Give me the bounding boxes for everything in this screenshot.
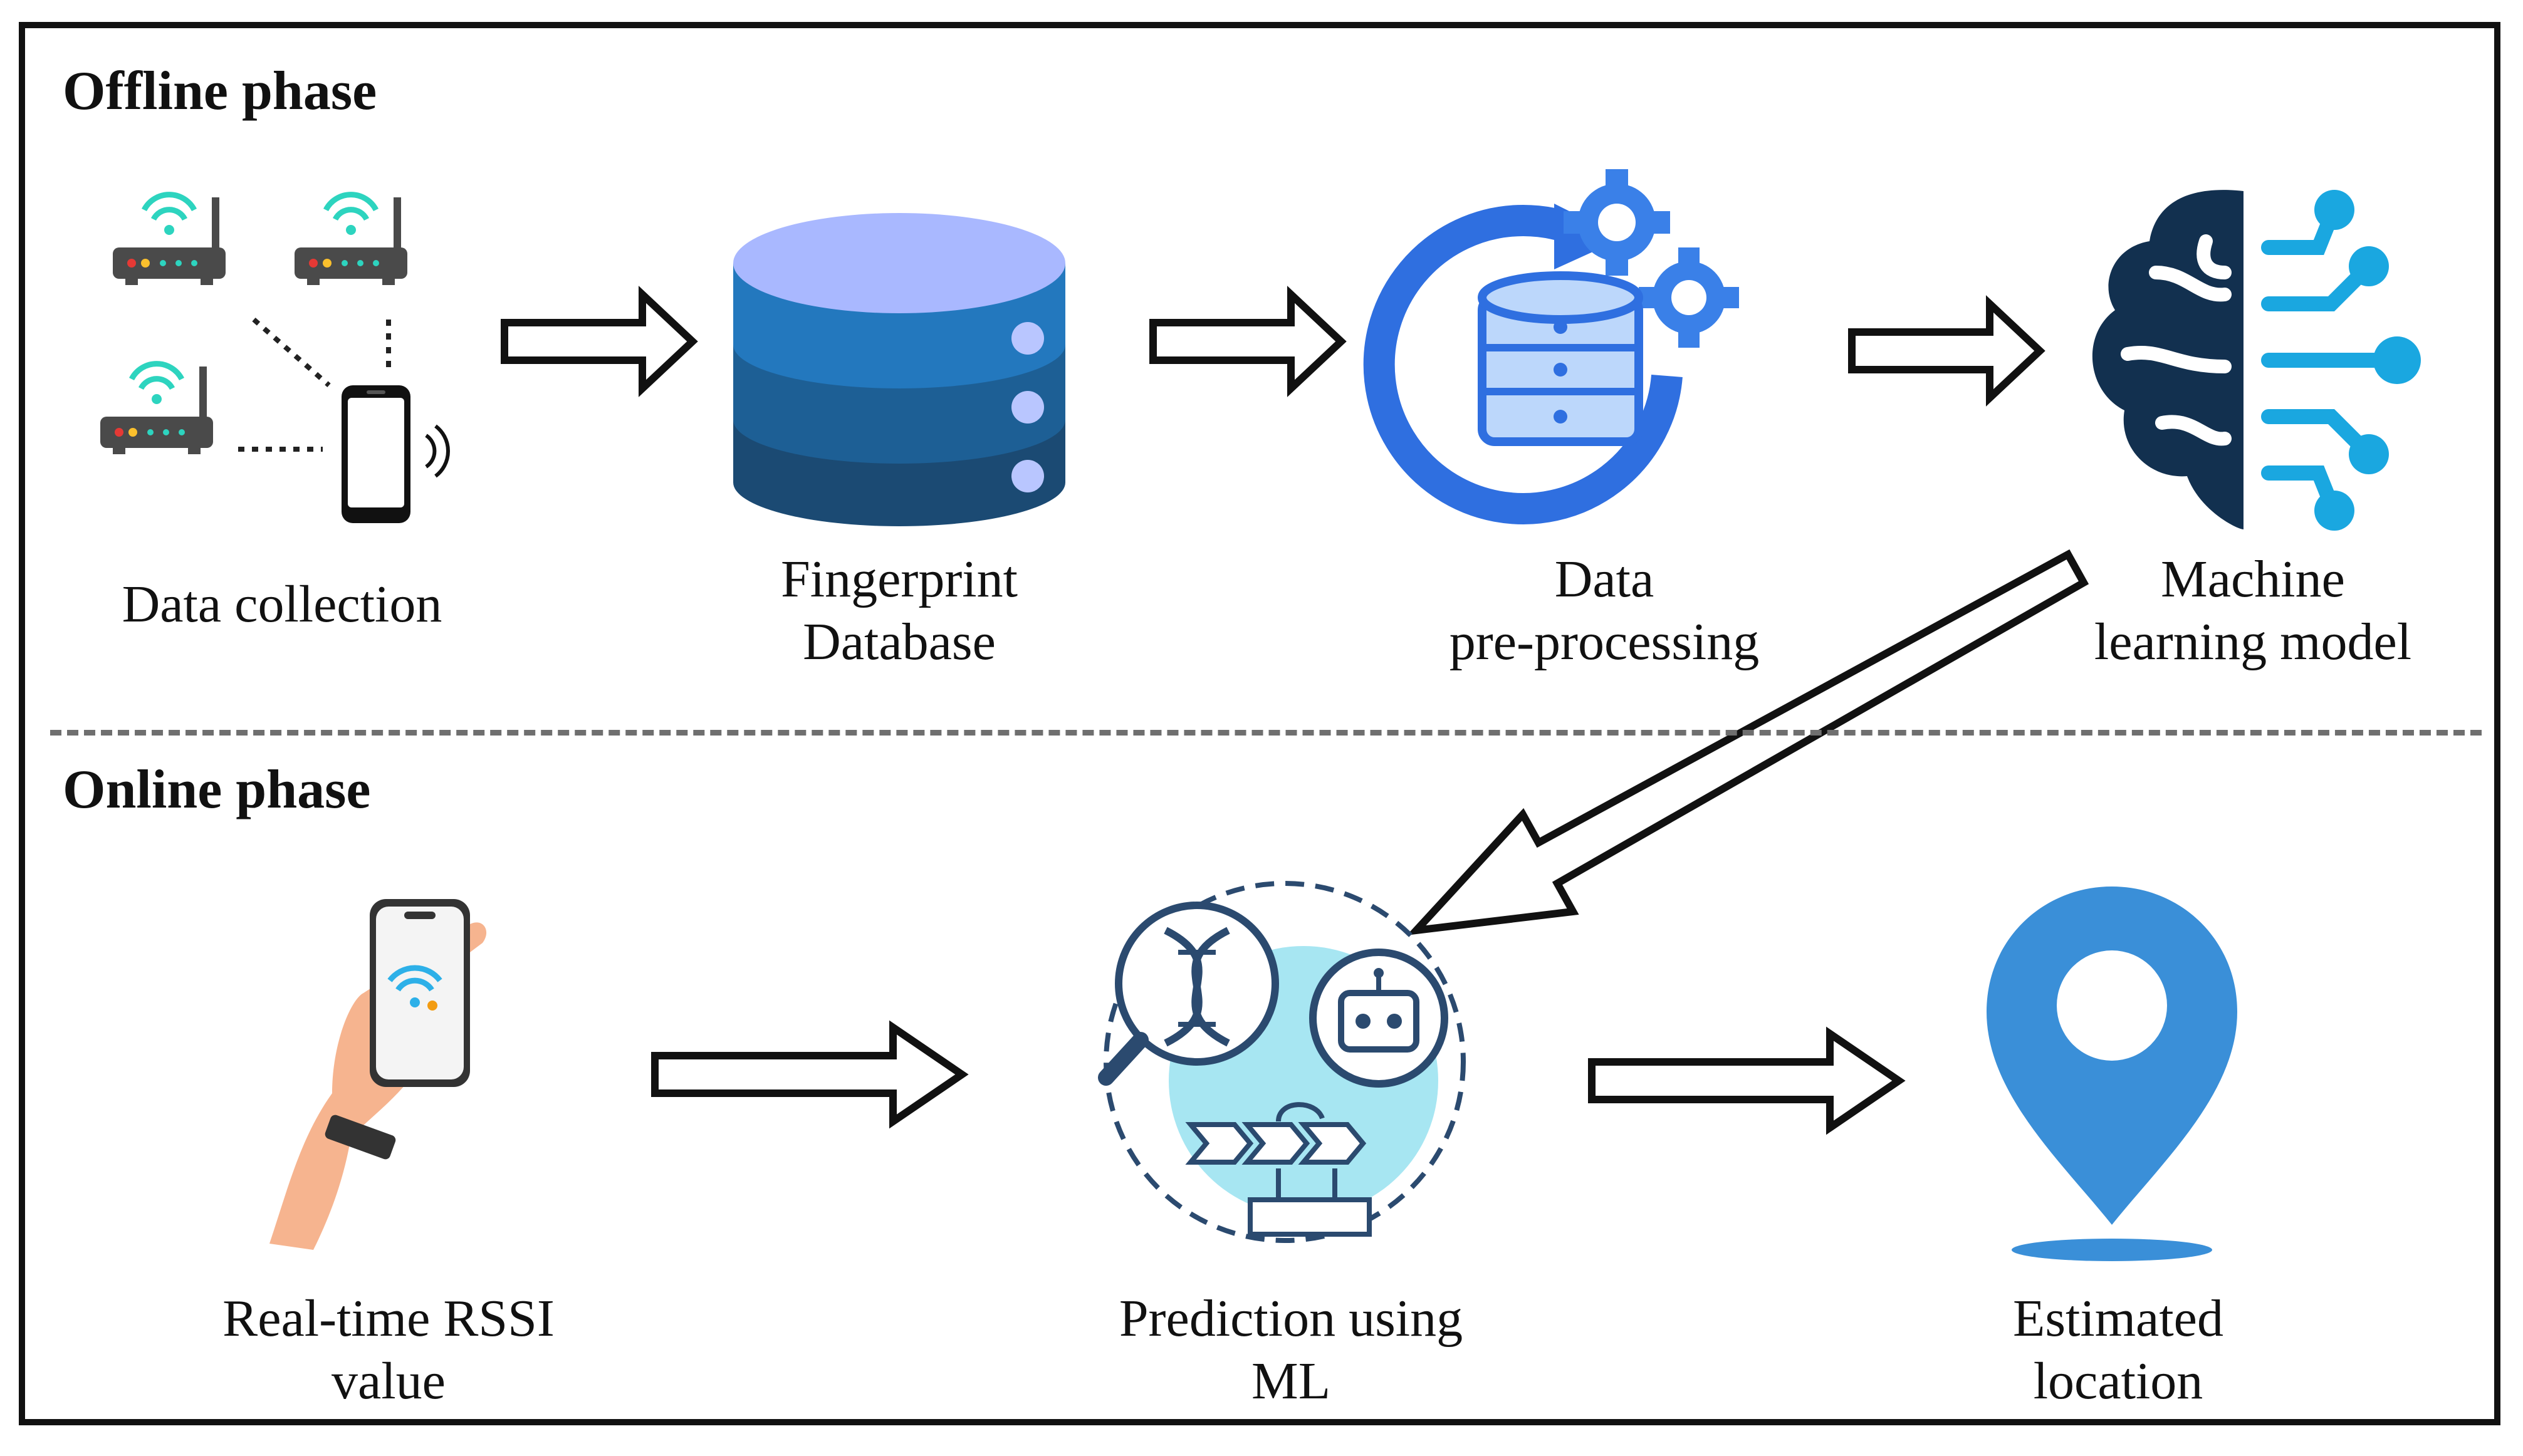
robot-gear-icon [1309, 949, 1448, 1088]
gear-icon [1564, 169, 1670, 276]
step-label-data-collection: Data collection [63, 573, 501, 636]
gear-icon [1639, 247, 1739, 348]
label-line: Database [803, 613, 996, 671]
router-icon [295, 192, 407, 285]
smartphone-icon [342, 385, 450, 523]
label-line: ML [1251, 1352, 1330, 1410]
arrow-right-icon [1588, 1026, 1906, 1135]
arrow-right-icon [651, 1020, 969, 1129]
label-line: Real-time RSSI [222, 1289, 555, 1348]
label-line: pre-processing [1449, 613, 1760, 671]
hand-phone-icon [269, 899, 487, 1250]
arrow-right-icon [501, 286, 698, 397]
label-line: learning model [2094, 613, 2412, 671]
diagram-frame: Offline phase [19, 22, 2500, 1425]
phase-divider [50, 730, 2482, 736]
step-label-data-preprocessing: Data pre-processing [1385, 548, 1824, 673]
label-line: Prediction using [1119, 1289, 1463, 1348]
arrow-right-icon [1848, 295, 2045, 407]
process-chevrons-icon [1185, 1122, 1372, 1237]
router-icon [100, 361, 213, 454]
label-line: Data [1554, 550, 1654, 608]
label-line: location [2033, 1352, 2203, 1410]
database-icon [733, 213, 1065, 526]
arrow-right-icon [1149, 286, 1347, 397]
router-phone-icon [100, 192, 450, 523]
label-line: Estimated [2013, 1289, 2223, 1348]
location-pin-icon [1987, 887, 2237, 1261]
step-label-prediction-ml: Prediction using ML [1072, 1287, 1510, 1413]
label-line: Fingerprint [781, 550, 1018, 608]
arrow-diagonal-icon [1406, 549, 2089, 935]
brain-circuit-icon [2092, 190, 2421, 531]
step-label-machine-learning-model: Machine learning model [2049, 548, 2457, 673]
ml-prediction-icon [1098, 881, 1466, 1243]
online-phase-title: Online phase [63, 759, 371, 820]
label-line: value [332, 1352, 446, 1410]
data-processing-icon [1363, 169, 1739, 524]
offline-phase-title: Offline phase [63, 61, 377, 122]
step-label-estimated-location: Estimated location [1899, 1287, 2338, 1413]
small-database-icon [1478, 271, 1643, 446]
step-label-fingerprint-database: Fingerprint Database [696, 548, 1103, 673]
magnifier-dna-icon [1098, 902, 1279, 1086]
label-line: Machine [2161, 550, 2345, 608]
label-line: Data collection [122, 575, 442, 633]
step-label-realtime-rssi: Real-time RSSI value [169, 1287, 608, 1413]
router-icon [113, 192, 226, 285]
